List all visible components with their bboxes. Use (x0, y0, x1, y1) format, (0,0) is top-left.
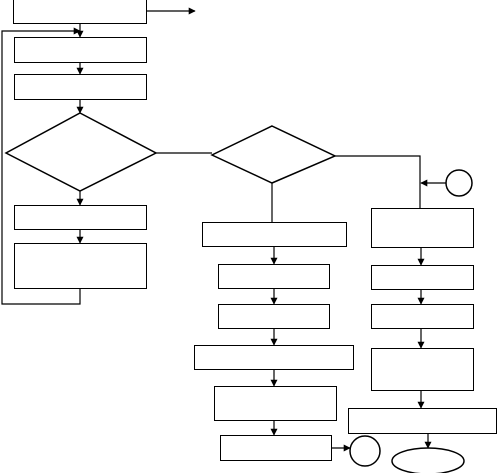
decision-diamond-1 (4, 112, 158, 192)
terminator-ellipse (391, 447, 465, 473)
process-box-right-4 (371, 348, 474, 391)
process-box-right-2 (371, 265, 474, 290)
decision-diamond-2 (210, 125, 337, 184)
process-box-mid-6 (220, 435, 332, 461)
top-process-box (13, 0, 147, 24)
connector-decision-2-right (335, 155, 421, 208)
process-box-right-1 (371, 208, 474, 248)
process-box-right-3 (371, 304, 474, 329)
connector-circle-out (349, 435, 381, 467)
process-box-left-1 (14, 37, 147, 63)
connector-circle-in (445, 169, 473, 197)
process-box-right-5 (348, 408, 497, 434)
loop-back-line (1, 27, 81, 305)
process-box-left-3 (14, 205, 147, 230)
process-box-mid-5 (214, 386, 337, 421)
process-box-mid-1 (202, 222, 347, 247)
process-box-left-2 (14, 74, 147, 100)
